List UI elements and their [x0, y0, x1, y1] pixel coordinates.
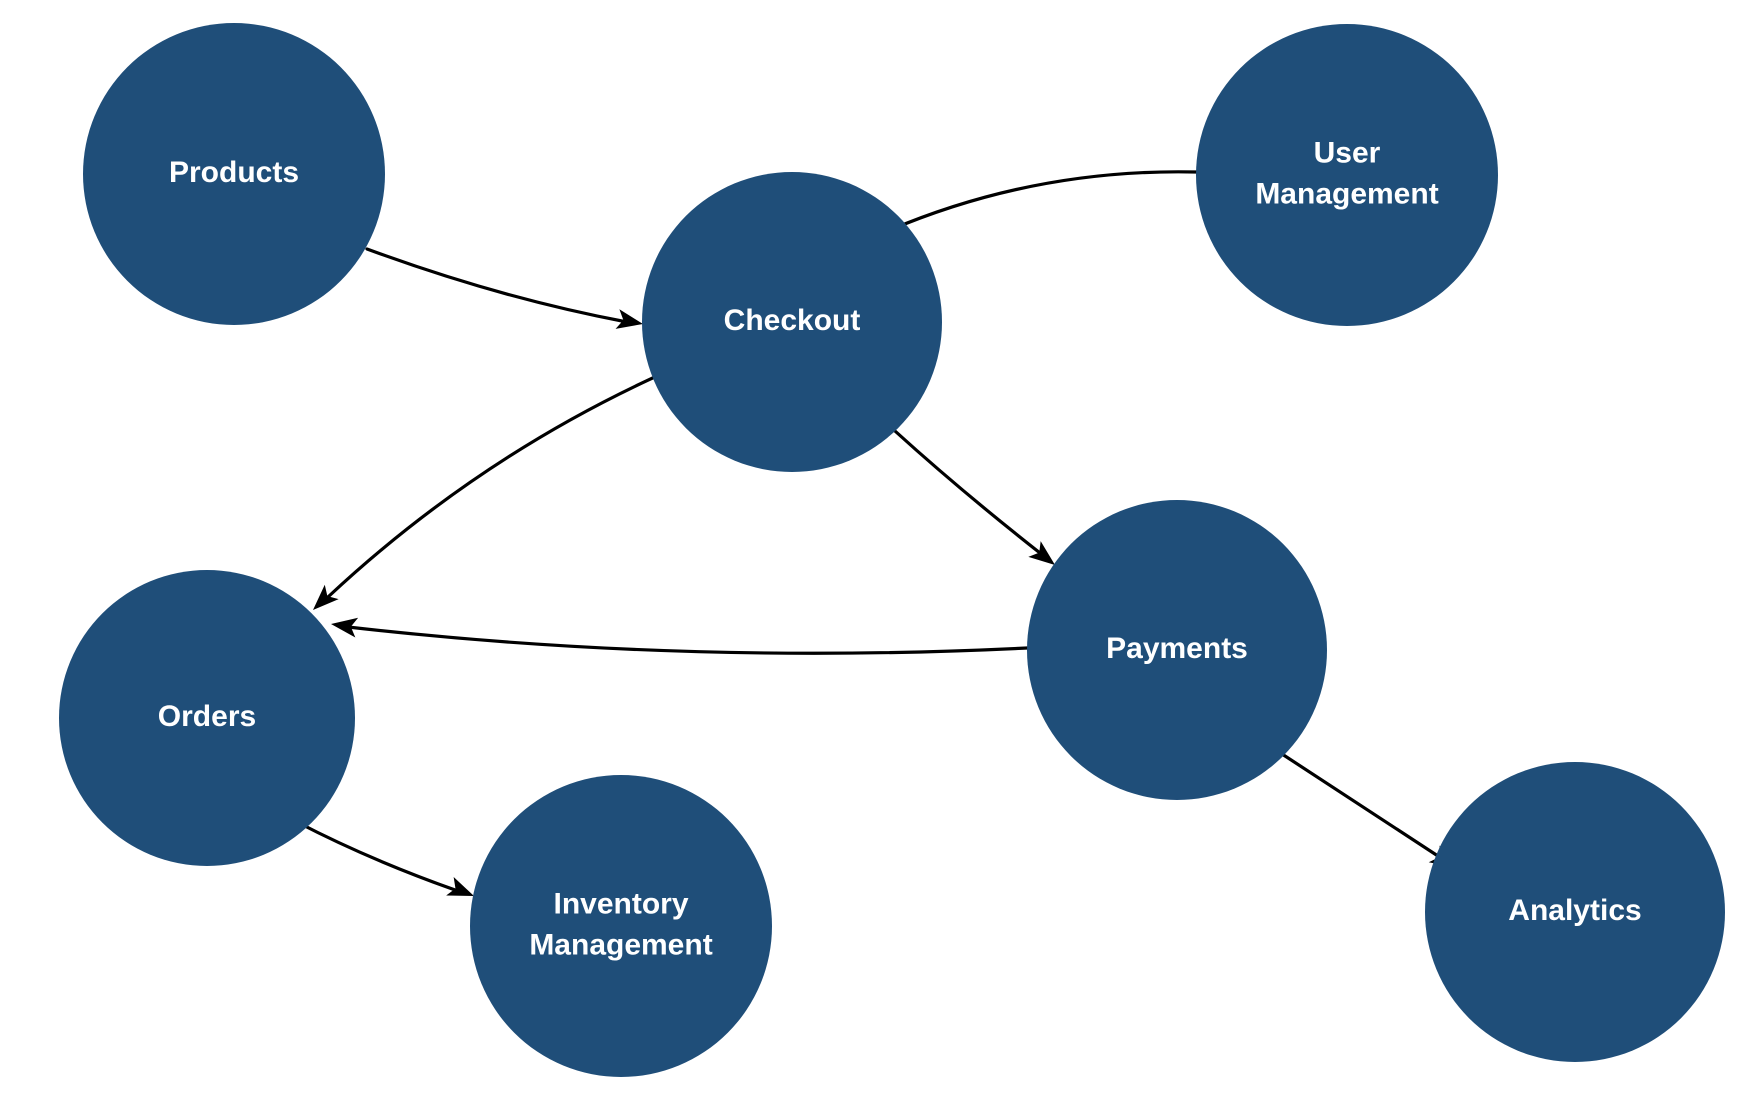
node-label-line: Inventory	[553, 887, 688, 920]
edge-line	[1280, 752, 1443, 860]
node-circle[interactable]	[59, 570, 355, 866]
node-circle[interactable]	[470, 775, 772, 1077]
node-label-line: Analytics	[1508, 894, 1641, 927]
node-label-line: User	[1314, 136, 1381, 169]
edge-payments-to-orders	[331, 617, 1029, 655]
node-analytics[interactable]: Analytics	[1425, 762, 1725, 1062]
node-label-line: Payments	[1106, 632, 1248, 665]
arrow-head-icon	[1028, 541, 1055, 565]
edge-checkout-to-orders	[313, 369, 670, 610]
node-label: Analytics	[1508, 894, 1641, 927]
edge-payments-to-analytics	[1280, 752, 1456, 868]
edge-orders-to-inventory	[295, 820, 474, 896]
node-label: Checkout	[724, 304, 861, 337]
edge-line	[346, 625, 1029, 655]
arrow-head-icon	[446, 876, 474, 896]
arrow-head-icon	[615, 309, 643, 329]
node-label: Payments	[1106, 632, 1248, 665]
node-orders[interactable]: Orders	[59, 570, 355, 866]
node-label-line: Products	[169, 156, 299, 189]
node-label-line: Orders	[158, 700, 256, 733]
node-circle[interactable]	[642, 172, 942, 472]
arrow-head-icon	[331, 617, 359, 638]
node-label-line: Management	[1255, 178, 1438, 211]
node-circle[interactable]	[83, 23, 385, 325]
arrow-head-icon	[313, 584, 339, 610]
node-circle[interactable]	[1027, 500, 1327, 800]
edge-line	[295, 820, 460, 893]
node-checkout[interactable]: Checkout	[642, 172, 942, 472]
node-label-line: Management	[529, 929, 712, 962]
node-label: Products	[169, 156, 299, 189]
edge-line	[326, 369, 670, 599]
edge-line	[893, 429, 1042, 555]
node-label-line: Checkout	[724, 304, 861, 337]
edge-checkout-to-payments	[893, 429, 1055, 565]
edge-line	[365, 247, 629, 324]
node-circle[interactable]	[1196, 24, 1498, 326]
node-products[interactable]: Products	[83, 23, 385, 325]
node-label: Orders	[158, 700, 256, 733]
node-circle[interactable]	[1425, 762, 1725, 1062]
edge-products-to-checkout	[365, 247, 643, 329]
node-payments[interactable]: Payments	[1027, 500, 1327, 800]
